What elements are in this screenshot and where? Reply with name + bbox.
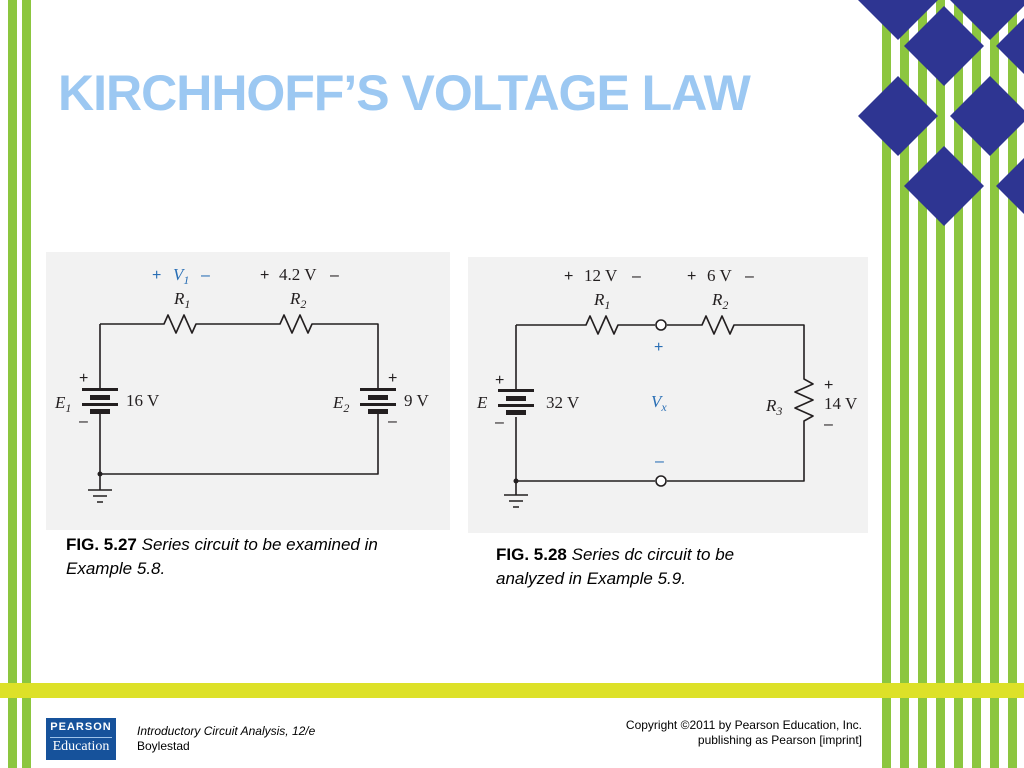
caption-text: Series circuit to be examined in Example… [66, 535, 378, 578]
decor-stripe [936, 0, 945, 768]
wire [515, 315, 655, 389]
decor-stripe [918, 0, 927, 768]
decor-stripe [8, 0, 17, 768]
battery-e1 [82, 388, 118, 414]
caption-number: FIG. 5.28 [496, 545, 567, 564]
decor-stripe [1008, 0, 1017, 768]
decor-stripe [882, 0, 891, 768]
e-plus: + [495, 372, 504, 389]
caption-5-27: FIG. 5.27 Series circuit to be examined … [66, 533, 426, 581]
logo-line-1: PEARSON [50, 721, 112, 733]
v1-symbol: V1 [173, 265, 189, 287]
terminal-top [655, 319, 667, 331]
e-label: E [476, 393, 488, 412]
r2-voltage-label: 4.2 V [279, 265, 317, 284]
battery-e [498, 389, 534, 415]
decor-diamond [904, 146, 984, 226]
v1-plus: + [152, 267, 161, 284]
slide-title: KIRCHHOFF’S VOLTAGE LAW [58, 65, 751, 121]
ground-icon [504, 481, 528, 508]
figure-5-27: + V1 – + 4.2 V – R1 R2 + – E1 16 V + – E… [46, 252, 450, 530]
vx-plus: + [654, 339, 663, 356]
logo-line-2: Education [52, 739, 110, 754]
battery-e2 [360, 388, 396, 414]
decor-stripe [954, 0, 963, 768]
copyright-line-1: Copyright ©2011 by Pearson Education, In… [625, 718, 862, 732]
r2-plus: + [687, 268, 696, 285]
r1-label: R1 [593, 290, 610, 312]
r3-minus: – [824, 416, 833, 433]
v1-minus: – [201, 267, 210, 284]
circuit-diagram-5-27: + V1 – + 4.2 V – R1 R2 + – E1 16 V + – E… [54, 265, 429, 503]
book-info: Introductory Circuit Analysis, 12/e Boyl… [137, 724, 315, 754]
e-value: 32 V [546, 393, 580, 412]
node-dot [513, 478, 519, 484]
r2-label: R2 [289, 289, 306, 311]
r2-minus: – [330, 267, 339, 284]
e2-label: E2 [332, 393, 349, 415]
figure-5-28: + 12 V – + 6 V – R1 R2 + – E 32 V + Vx –… [468, 257, 868, 533]
e1-value: 16 V [126, 391, 160, 410]
decor-diamond [950, 76, 1024, 156]
r2-plus: + [260, 267, 269, 284]
decor-diamond [996, 18, 1024, 74]
decor-stripe [900, 0, 909, 768]
e2-plus: + [388, 370, 397, 387]
circuit-diagram-5-28: + 12 V – + 6 V – R1 R2 + – E 32 V + Vx –… [476, 266, 858, 508]
caption-text: Series dc circuit to be analyzed in Exam… [496, 545, 735, 588]
vx-label: Vx [651, 392, 667, 414]
e1-plus: + [79, 370, 88, 387]
r1-plus: + [564, 268, 573, 285]
r3-voltage-label: 14 V [824, 394, 858, 413]
r1-voltage-label: 12 V [584, 266, 618, 285]
decor-stripe [972, 0, 981, 768]
ground-icon [88, 474, 112, 503]
r3-plus: + [824, 377, 833, 394]
wire [667, 315, 814, 482]
logo-rule [50, 737, 112, 738]
book-author: Boylestad [137, 739, 190, 753]
e1-minus: – [79, 413, 88, 430]
copyright: Copyright ©2011 by Pearson Education, In… [560, 718, 862, 748]
decor-diamond [858, 76, 938, 156]
copyright-line-2: publishing as Pearson [imprint] [697, 733, 862, 747]
r1-label: R1 [173, 289, 190, 311]
node-dot [97, 471, 103, 477]
caption-5-28: FIG. 5.28 Series dc circuit to be analyz… [496, 543, 806, 591]
r2-voltage-label: 6 V [707, 266, 732, 285]
r2-label: R2 [711, 290, 728, 312]
wire [99, 314, 379, 388]
terminal-bottom [655, 475, 667, 487]
e2-minus: – [388, 413, 397, 430]
e2-value: 9 V [404, 391, 429, 410]
r3-label: R3 [765, 396, 782, 418]
decor-stripe [990, 0, 999, 768]
pearson-logo: PEARSON Education [46, 718, 116, 760]
decor-diamond [996, 158, 1024, 214]
book-title: Introductory Circuit Analysis, 12/e [137, 724, 316, 738]
r1-minus: – [632, 268, 641, 285]
wire [99, 412, 379, 475]
r2-minus: – [745, 268, 754, 285]
decor-diamond [858, 0, 938, 40]
wire [515, 417, 655, 482]
e1-label: E1 [54, 393, 71, 415]
decor-diamonds [858, 0, 1024, 226]
decor-diamond [904, 6, 984, 86]
decor-diamond [950, 0, 1024, 40]
decor-band [0, 683, 1024, 698]
decor-stripe [22, 0, 31, 768]
vx-minus: – [655, 453, 664, 470]
e-minus: – [495, 414, 504, 431]
caption-number: FIG. 5.27 [66, 535, 137, 554]
